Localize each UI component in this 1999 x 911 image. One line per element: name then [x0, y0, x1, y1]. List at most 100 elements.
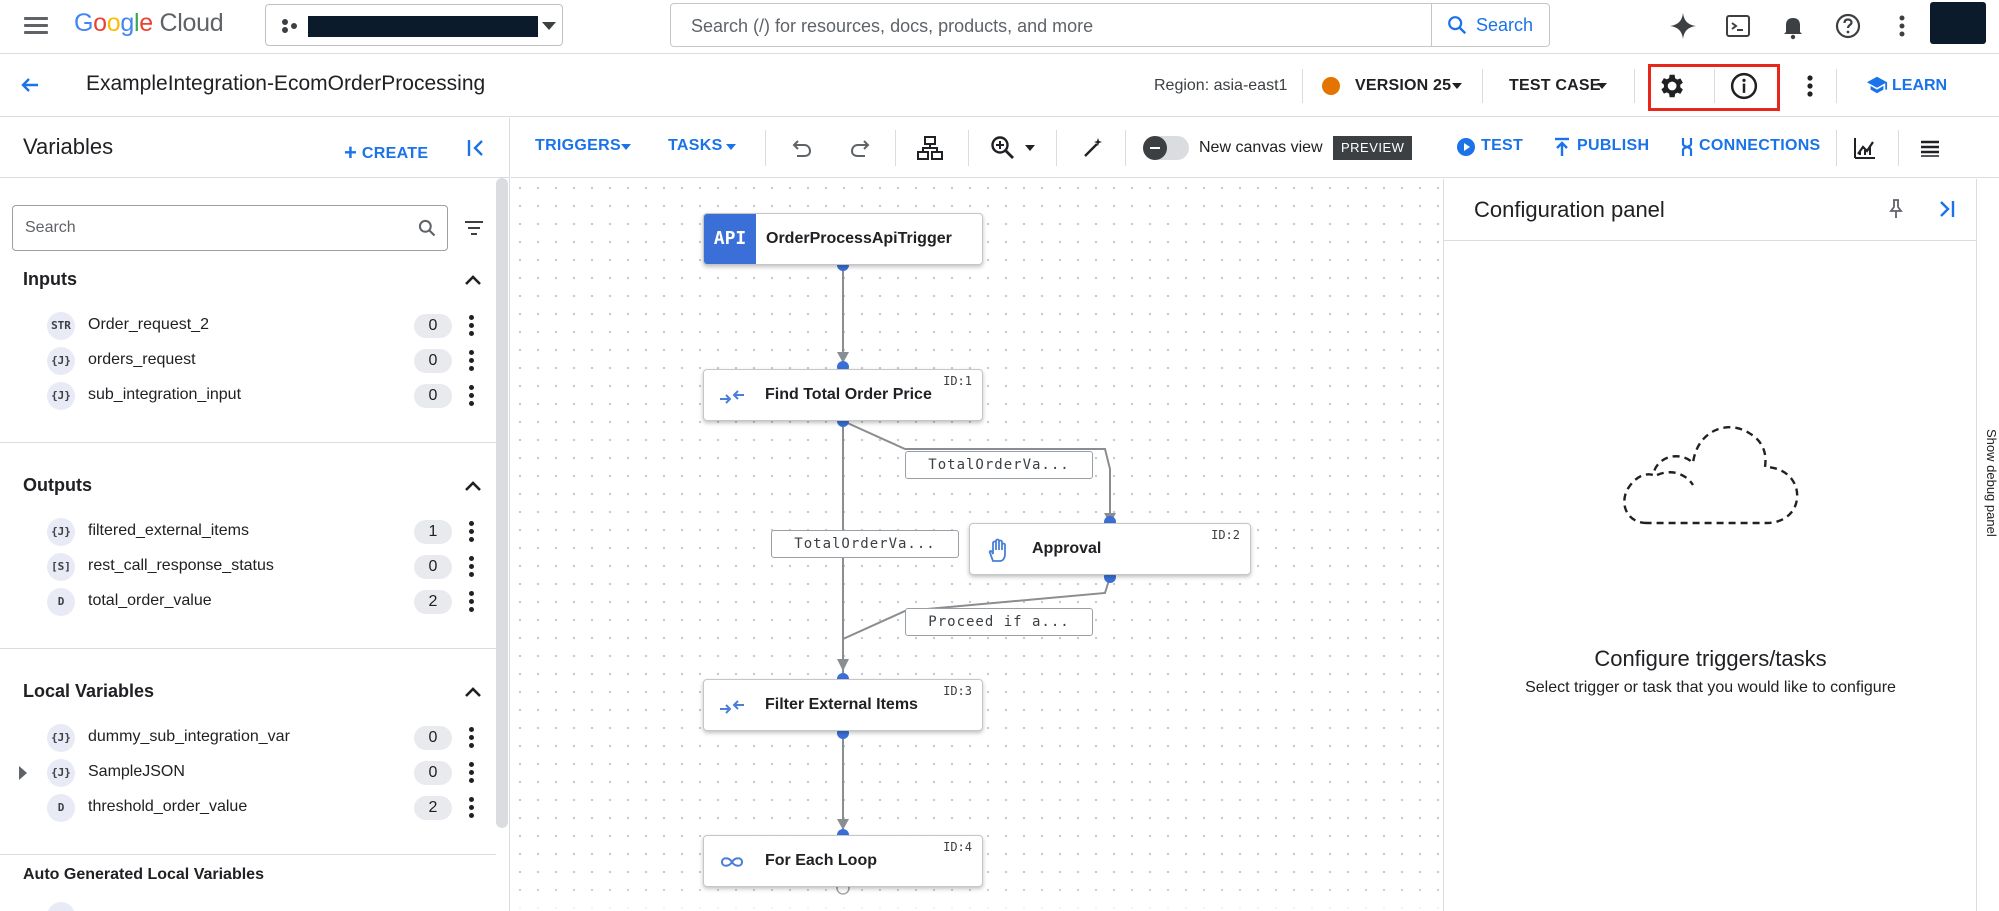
play-circle-icon [1457, 138, 1475, 156]
list-view-icon[interactable] [1916, 134, 1944, 162]
new-canvas-view-toggle[interactable] [1143, 136, 1189, 160]
chevron-down-icon[interactable] [1025, 145, 1035, 151]
edge-label[interactable]: TotalOrderVa... [771, 530, 959, 558]
node-id: ID:4 [943, 840, 972, 854]
more-vert-icon[interactable] [465, 761, 477, 785]
usage-count: 0 [414, 761, 452, 785]
trigger-node[interactable]: API OrderProcessApiTrigger [703, 213, 983, 265]
collapse-right-icon[interactable] [1934, 197, 1958, 221]
type-badge: {J} [47, 347, 75, 375]
logo-google-text: Google [74, 9, 153, 37]
more-vert-icon[interactable] [465, 314, 477, 338]
redo-icon[interactable] [847, 134, 875, 162]
integration-title: ExampleIntegration-EcomOrderProcessing [86, 72, 486, 95]
more-vert-icon[interactable] [465, 726, 477, 750]
collapse-panel-icon[interactable] [464, 136, 488, 160]
auto-layout-icon[interactable] [916, 134, 944, 162]
more-vert-icon[interactable] [465, 796, 477, 820]
variable-row[interactable]: {J} filtered_external_items 1 [0, 514, 496, 549]
task-node[interactable]: Approval ID:2 [969, 523, 1251, 575]
variable-row[interactable]: [S] rest_call_response_status 0 [0, 549, 496, 584]
add-icon: + [344, 140, 358, 165]
publish-button[interactable]: PUBLISH [1577, 137, 1649, 155]
task-node[interactable]: Filter External Items ID:3 [703, 679, 983, 731]
test-button[interactable]: TEST [1481, 137, 1523, 155]
main-menu-icon[interactable] [22, 13, 50, 41]
undo-icon[interactable] [787, 134, 815, 162]
highlight-annotation-box [1648, 64, 1780, 111]
publish-label: PUBLISH [1577, 137, 1650, 154]
variable-search-field[interactable]: Search [12, 205, 448, 251]
connections-button[interactable]: CONNECTIONS [1699, 137, 1821, 155]
info-icon[interactable] [1729, 71, 1759, 101]
test-case-dropdown[interactable]: TEST CASE [1509, 77, 1601, 94]
task-node[interactable]: For Each Loop ID:4 [703, 835, 983, 887]
auto-generated-section-title: Auto Generated Local Variables [23, 866, 264, 883]
zoom-in-icon[interactable] [989, 134, 1017, 162]
analytics-chart-icon[interactable] [1851, 134, 1879, 162]
integration-canvas[interactable]: TotalOrderVa... TotalOrderVa... Proceed … [511, 179, 1443, 911]
search-input[interactable]: Search (/) for resources, docs, products… [691, 16, 1094, 36]
variable-row[interactable]: D threshold_order_value 2 [0, 790, 496, 825]
chevron-down-icon [726, 144, 736, 150]
top-app-bar: Google Cloud Search (/) for resources, d… [0, 0, 1999, 54]
usage-count: 0 [414, 384, 452, 408]
search-button[interactable]: Search [1431, 4, 1549, 46]
learn-button[interactable]: LEARN [1892, 77, 1947, 95]
magic-wand-edit-icon[interactable] [1079, 134, 1107, 162]
chevron-up-icon[interactable] [462, 684, 484, 700]
node-id: ID:1 [943, 374, 972, 388]
edge-label[interactable]: Proceed if a... [905, 608, 1093, 636]
help-icon[interactable] [1832, 10, 1864, 42]
more-vert-icon[interactable] [1886, 10, 1918, 42]
project-picker[interactable] [265, 4, 563, 46]
chevron-up-icon[interactable] [462, 478, 484, 494]
type-badge-partial [47, 902, 75, 911]
more-vert-icon[interactable] [465, 555, 477, 579]
more-vert-icon[interactable] [465, 520, 477, 544]
edge-label[interactable]: TotalOrderVa... [905, 451, 1093, 479]
more-vert-icon[interactable] [465, 384, 477, 408]
more-vert-icon[interactable] [465, 590, 477, 614]
expand-arrow-icon[interactable] [19, 766, 27, 780]
more-vert-icon[interactable] [465, 349, 477, 373]
gemini-sparkle-icon[interactable] [1667, 10, 1699, 42]
infinity-loop-icon [720, 857, 744, 867]
sort-filter-icon[interactable] [462, 216, 486, 240]
hand-approval-icon [988, 538, 1006, 562]
variable-row[interactable]: {J} dummy_sub_integration_var 0 [0, 720, 496, 755]
node-id: ID:3 [943, 684, 972, 698]
account-avatar-redacted[interactable] [1930, 2, 1986, 44]
search-icon [418, 219, 436, 237]
back-arrow-icon[interactable] [18, 73, 42, 97]
usage-count: 0 [414, 314, 452, 338]
more-vert-icon[interactable] [1800, 71, 1820, 101]
version-dropdown[interactable]: VERSION 25 [1355, 77, 1452, 94]
chevron-down-icon [1597, 83, 1607, 89]
debug-panel-strip[interactable]: Show debug panel [1976, 179, 1999, 911]
chevron-down-icon [1452, 83, 1462, 89]
variable-row[interactable]: {J} SampleJSON 0 [0, 755, 496, 790]
test-label: TEST [1481, 137, 1524, 154]
chevron-up-icon[interactable] [462, 272, 484, 288]
variable-row[interactable]: STR Order_request_2 0 [0, 308, 496, 343]
variable-row[interactable]: {J} orders_request 0 [0, 343, 496, 378]
task-node[interactable]: Find Total Order Price ID:1 [703, 369, 983, 421]
triggers-dropdown[interactable]: TRIGGERS [535, 137, 621, 155]
pin-icon[interactable] [1884, 197, 1908, 221]
variables-scrollbar[interactable] [496, 178, 508, 828]
connections-icon [1681, 138, 1693, 156]
configuration-panel: Configuration panel Configure triggers/t… [1443, 179, 1977, 911]
notifications-bell-icon[interactable] [1777, 10, 1809, 42]
show-debug-panel-label[interactable]: Show debug panel [1984, 429, 1999, 537]
search-bar[interactable]: Search (/) for resources, docs, products… [670, 3, 1550, 47]
variable-name: sub_integration_input [88, 386, 242, 403]
cloud-shell-terminal-icon[interactable] [1722, 10, 1754, 42]
school-cap-icon [1866, 76, 1888, 94]
variable-row[interactable]: {J} sub_integration_input 0 [0, 378, 496, 413]
google-cloud-logo[interactable]: Google Cloud [74, 8, 224, 38]
settings-gear-icon[interactable] [1656, 71, 1686, 101]
tasks-dropdown[interactable]: TASKS [668, 137, 723, 155]
create-variable-button[interactable]: + CREATE [344, 138, 428, 165]
variable-row[interactable]: D total_order_value 2 [0, 584, 496, 619]
